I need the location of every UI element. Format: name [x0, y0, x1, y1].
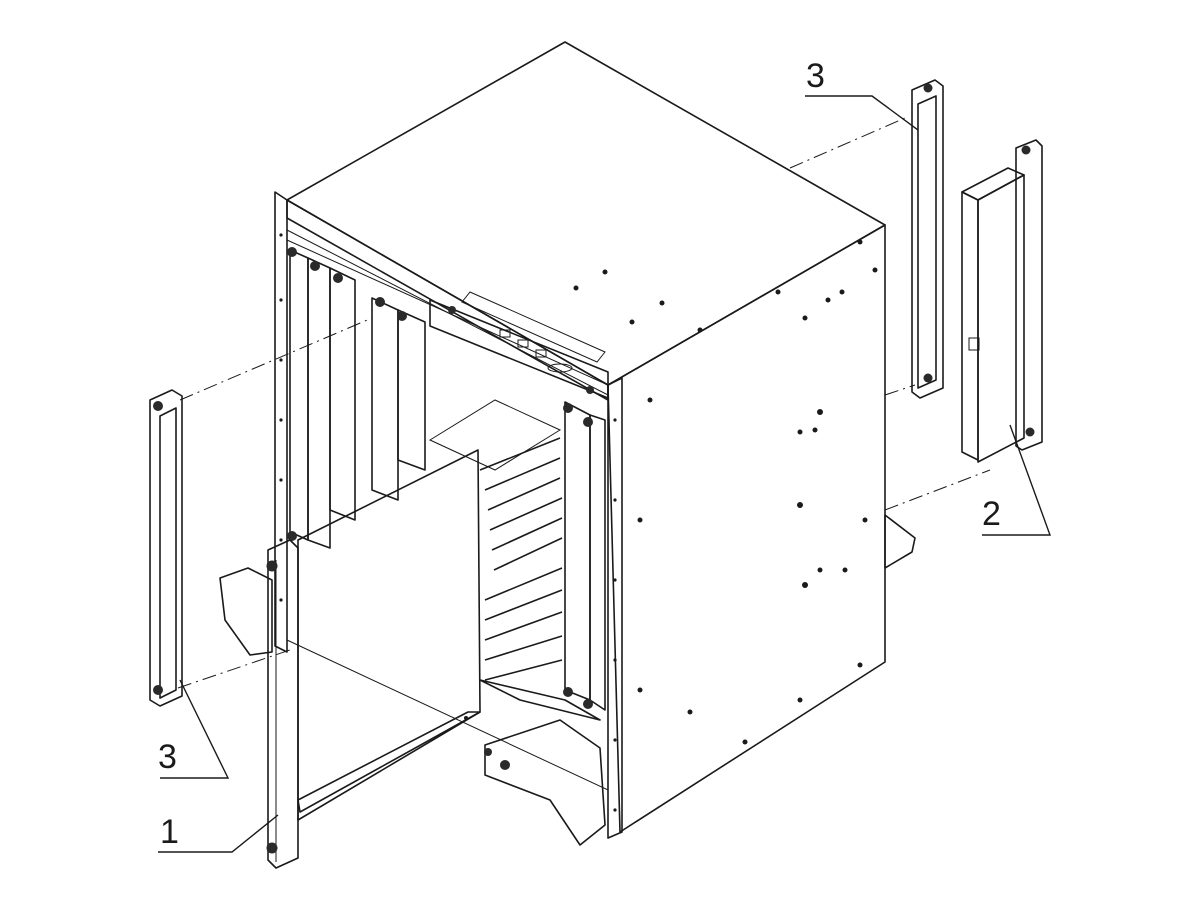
- chassis-top: [286, 41, 886, 386]
- card-guide-rails: [428, 399, 601, 721]
- callout-3-left: 3: [158, 738, 177, 776]
- left-mounting-flange: [274, 191, 288, 653]
- callout-1: 1: [160, 813, 179, 851]
- circuit-board: [297, 449, 481, 821]
- callout-2: 2: [982, 495, 1001, 533]
- side-panel-details: [573, 239, 878, 745]
- blank-cover-panel-left: [149, 389, 183, 707]
- right-mounting-flange: [607, 377, 623, 839]
- control-panel-strip: [429, 299, 609, 399]
- plugin-board-with-front-panel: [266, 449, 481, 869]
- right-mounting-bracket: [884, 514, 916, 569]
- callout-3-right: 3: [806, 57, 825, 95]
- front-panel-screws: [287, 247, 594, 709]
- front-panel-1: [267, 539, 299, 869]
- subrack-chassis: [219, 41, 916, 846]
- callout-labels: 1 2 3 3: [158, 57, 1001, 851]
- chassis-interior: [286, 239, 609, 791]
- installed-plugin-boards: [289, 249, 606, 711]
- left-mounting-bracket: [219, 567, 273, 656]
- blank-cover-panel-right: [911, 79, 944, 399]
- bottom-front-bracket: [484, 719, 606, 846]
- alignment-lines: [177, 117, 991, 689]
- callout-leaders: [158, 95, 1051, 853]
- plugin-module-2: [961, 139, 1043, 463]
- chassis-side-panel: [607, 224, 886, 833]
